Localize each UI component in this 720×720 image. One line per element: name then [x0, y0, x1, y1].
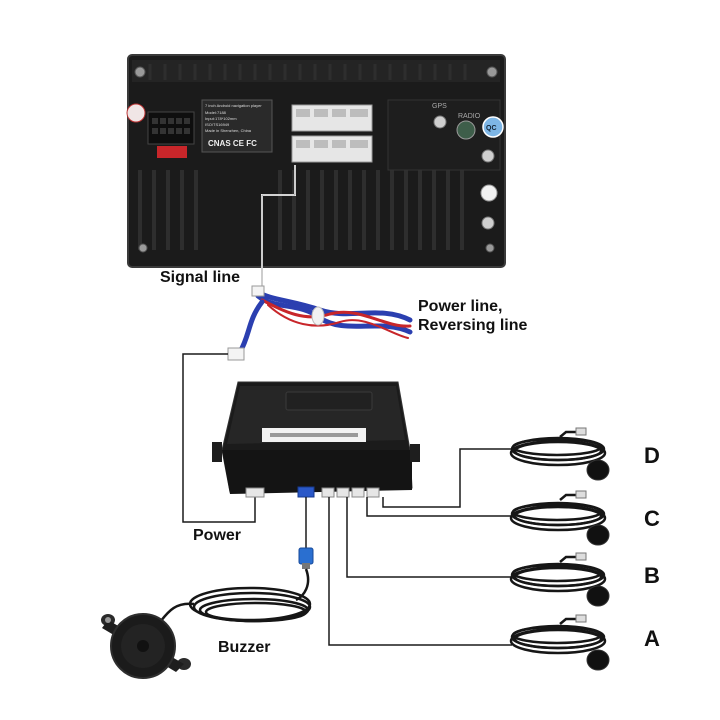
sticker-line-2: Model:7188 — [205, 110, 227, 115]
power-label: Power — [193, 527, 242, 544]
buzzer-speaker — [101, 613, 191, 679]
parking-sensor-control-box — [212, 381, 420, 498]
radio-port-label: RADIO — [458, 113, 481, 120]
sticker-line-4: ISO/TS16949 — [205, 122, 230, 127]
power-reversing-label-line1: Power line, — [418, 298, 503, 315]
sensor-d — [509, 430, 607, 467]
power-reversing-cable — [237, 289, 413, 355]
buzzer-label: Buzzer — [218, 639, 271, 656]
buzzer-cable-coil — [159, 568, 312, 623]
sticker-line-1: 7 inch Android navigation player — [205, 103, 262, 108]
sensor-wire-c — [366, 497, 512, 517]
sensor-label-b: B — [644, 563, 660, 588]
power-reversing-label-line2: Reversing line — [418, 317, 528, 334]
sensor-b — [509, 555, 607, 593]
sensor-a — [509, 617, 607, 655]
sensor-wire-b — [346, 497, 512, 578]
head-unit: 7 inch Android navigation player Model:7… — [126, 54, 506, 268]
sensor-c — [509, 493, 607, 532]
sensor-label-d: D — [644, 443, 660, 468]
qc-badge: QC — [486, 125, 497, 132]
sticker-line-5: Made in Shenzhen, China — [205, 128, 252, 133]
cert-marks: CNAS CE FC — [208, 139, 257, 148]
sensor-label-a: A — [644, 626, 660, 651]
signal-line-label: Signal line — [160, 269, 241, 286]
harness-connector — [227, 347, 245, 361]
sensor-wire-a — [328, 497, 512, 646]
gps-port-label: GPS — [432, 103, 447, 110]
sticker-line-3: Input:178*102mm — [205, 116, 237, 121]
sensor-wire-d — [382, 448, 512, 508]
sensor-label-c: C — [644, 506, 660, 531]
power-wire — [182, 353, 256, 523]
